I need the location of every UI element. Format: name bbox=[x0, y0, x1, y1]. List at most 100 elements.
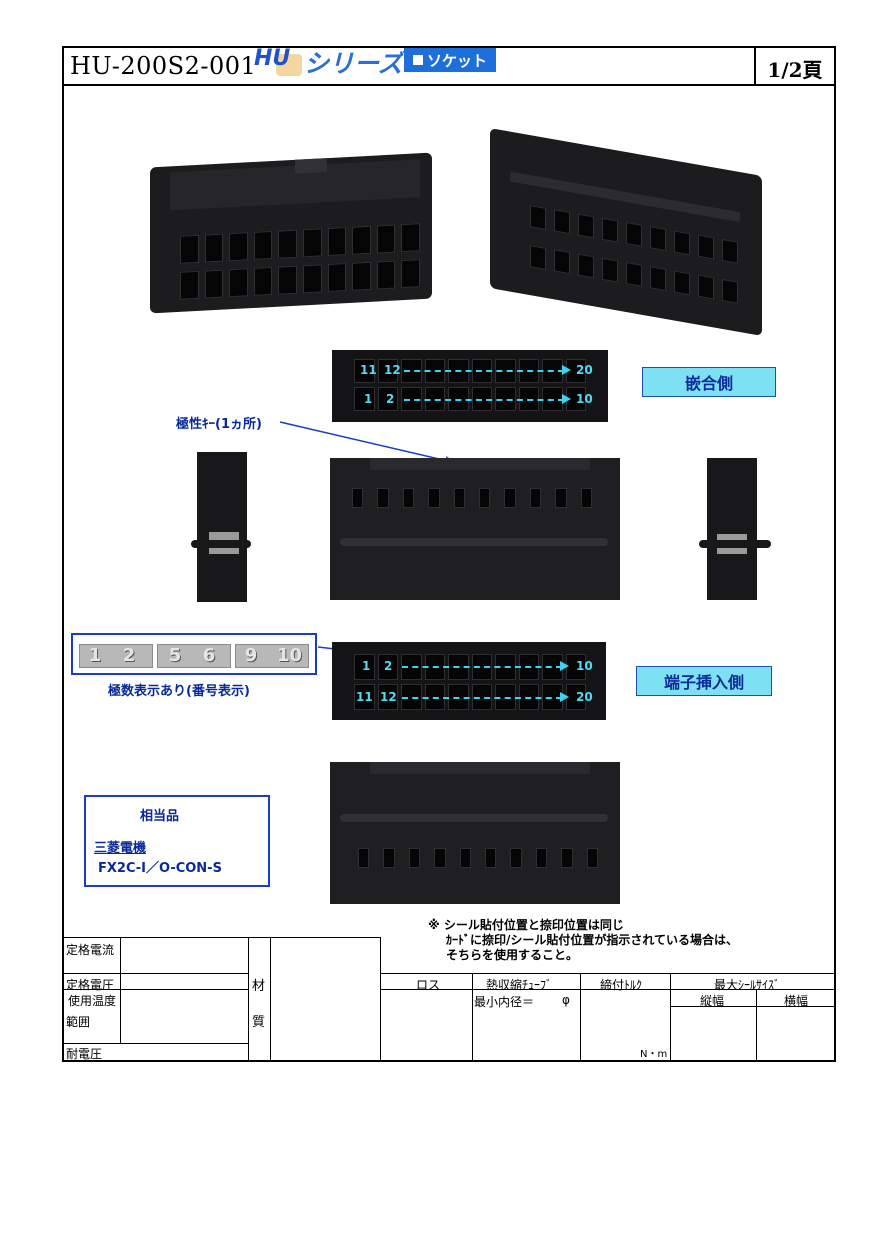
terminal-side-label: 端子挿入側 bbox=[636, 666, 772, 696]
pin-label: 2 bbox=[384, 659, 393, 673]
latch bbox=[699, 540, 771, 548]
pin-digit: 10 bbox=[277, 645, 303, 666]
table-line bbox=[248, 937, 249, 1062]
checkbox-icon bbox=[412, 55, 423, 65]
horizontal-width-header: 横幅 bbox=[784, 994, 809, 1008]
material-label: 質 bbox=[252, 1015, 266, 1030]
center-bar bbox=[340, 538, 608, 546]
table-line bbox=[64, 973, 248, 974]
latch bbox=[191, 540, 251, 548]
mating-face-view: 11 12 20 1 2 10 bbox=[332, 350, 608, 422]
phi-symbol: φ bbox=[562, 993, 570, 1007]
hu-logo: HU bbox=[254, 46, 302, 76]
pin-digit: 6 bbox=[202, 645, 216, 666]
mating-side-label: 嵌合側 bbox=[642, 367, 776, 397]
equivalent-part-box: 相当品 三菱電機 FX2C-I／O-CON-S bbox=[84, 795, 270, 887]
arrowhead-icon bbox=[562, 394, 571, 404]
seal-note-line: ｶｰﾄﾞに捺印/シール貼付位置が指示されている場合は、 bbox=[446, 933, 739, 947]
table-line bbox=[270, 937, 271, 1062]
pin-arrow bbox=[402, 697, 562, 699]
bottom-rim bbox=[370, 762, 590, 774]
pin-label: 11 bbox=[356, 690, 373, 704]
temp-range-label: 範囲 bbox=[66, 1015, 91, 1029]
pin-label: 11 bbox=[360, 363, 377, 377]
pin-marking-note: 極数表示あり(番号表示) bbox=[108, 684, 250, 699]
pin-digit: 1 bbox=[88, 645, 102, 666]
table-line bbox=[64, 937, 380, 938]
table-line bbox=[580, 973, 581, 1062]
pin-digit: 5 bbox=[168, 645, 182, 666]
tube-header: 熱収縮ﾁｭｰﾌﾞ bbox=[486, 978, 553, 992]
type-badge: ソケット bbox=[404, 48, 496, 72]
tube-min-label: 最小内径＝ bbox=[474, 995, 535, 1009]
table-line bbox=[64, 989, 248, 990]
title-row: HU-200S2-001 1/2頁 bbox=[64, 48, 834, 86]
number-tile bbox=[79, 644, 153, 668]
window-row bbox=[358, 848, 599, 870]
seal-note-line: そちらを使用すること。 bbox=[446, 948, 579, 962]
pin-arrow bbox=[404, 399, 564, 401]
equivalent-title: 相当品 bbox=[140, 809, 180, 824]
arrowhead-icon bbox=[560, 661, 569, 671]
logo-swash bbox=[276, 54, 302, 76]
torque-unit: N・m bbox=[640, 1049, 668, 1060]
number-tile bbox=[157, 644, 231, 668]
pin-label: 2 bbox=[386, 392, 395, 406]
table-line bbox=[756, 989, 757, 1062]
table-line bbox=[380, 973, 836, 974]
pin-label: 12 bbox=[384, 363, 401, 377]
pin-label: 10 bbox=[576, 659, 593, 673]
page-cell: 1/2頁 bbox=[754, 48, 834, 84]
table-line bbox=[670, 1006, 836, 1007]
table-line bbox=[380, 937, 381, 1062]
table-line bbox=[670, 973, 671, 1062]
arrowhead-icon bbox=[560, 692, 569, 702]
rated-voltage-label: 定格電圧 bbox=[66, 978, 115, 992]
terminal-face-view: 1 2 10 11 12 20 bbox=[332, 642, 606, 720]
pin-digit: 9 bbox=[244, 645, 258, 666]
side-view-left bbox=[175, 452, 267, 610]
pin-label: 10 bbox=[576, 392, 593, 406]
torque-header: 締付ﾄﾙｸ bbox=[600, 978, 643, 992]
pin-arrow bbox=[404, 370, 564, 372]
equivalent-part-number: FX2C-I／O-CON-S bbox=[98, 861, 222, 876]
temp-range-label: 使用温度 bbox=[68, 994, 117, 1008]
pin-arrow bbox=[402, 666, 562, 668]
page-number: 1/2頁 bbox=[767, 58, 823, 82]
equivalent-maker: 三菱電機 bbox=[94, 841, 147, 856]
seal-note: ※ シール貼付位置と捺印位置は同じ ｶｰﾄﾞに捺印/シール貼付位置が指示されてい… bbox=[428, 918, 738, 963]
side-view-right bbox=[695, 456, 777, 604]
drawing-frame: HU-200S2-001 1/2頁 bbox=[62, 46, 836, 1062]
vertical-width-header: 縦幅 bbox=[700, 994, 725, 1008]
material-label: 材 bbox=[252, 979, 266, 994]
pin-digit: 2 bbox=[122, 645, 136, 666]
arrowhead-icon bbox=[562, 365, 571, 375]
seal-note-line: ※ シール貼付位置と捺印位置は同じ bbox=[428, 918, 624, 932]
pin-label: 12 bbox=[380, 690, 397, 704]
window-row bbox=[352, 488, 593, 510]
pin-number-sample: 1 2 5 6 9 10 bbox=[71, 633, 317, 675]
table-line bbox=[64, 1043, 248, 1044]
number-tile bbox=[235, 644, 309, 668]
pin-label: 1 bbox=[364, 392, 373, 406]
polarity-key-note: 極性ｷｰ(1ヵ所) bbox=[176, 417, 262, 432]
pin-label: 20 bbox=[576, 363, 593, 377]
side-body bbox=[707, 458, 757, 600]
side-body bbox=[197, 452, 247, 602]
pin-label: 20 bbox=[576, 690, 593, 704]
table-line bbox=[472, 973, 473, 1062]
withstand-voltage-label: 耐電圧 bbox=[66, 1047, 103, 1061]
series-name: シリーズ bbox=[304, 49, 403, 78]
lot-header: ロス bbox=[416, 978, 441, 992]
table-line bbox=[120, 937, 121, 1043]
logo-text: HU bbox=[254, 46, 291, 71]
pin-label: 1 bbox=[362, 659, 371, 673]
top-view-upper bbox=[330, 458, 620, 600]
spec-table: 定格電流 定格電圧 使用温度 範囲 耐電圧 材 質 ロス 熱収縮ﾁｭｰﾌﾞ 最小… bbox=[64, 937, 836, 1062]
table-line bbox=[380, 989, 836, 990]
center-bar bbox=[340, 814, 608, 822]
cell-grid-bottom bbox=[354, 684, 586, 710]
top-rim bbox=[370, 458, 590, 470]
max-seal-header: 最大ｼｰﾙｻｲｽﾞ bbox=[714, 978, 781, 992]
